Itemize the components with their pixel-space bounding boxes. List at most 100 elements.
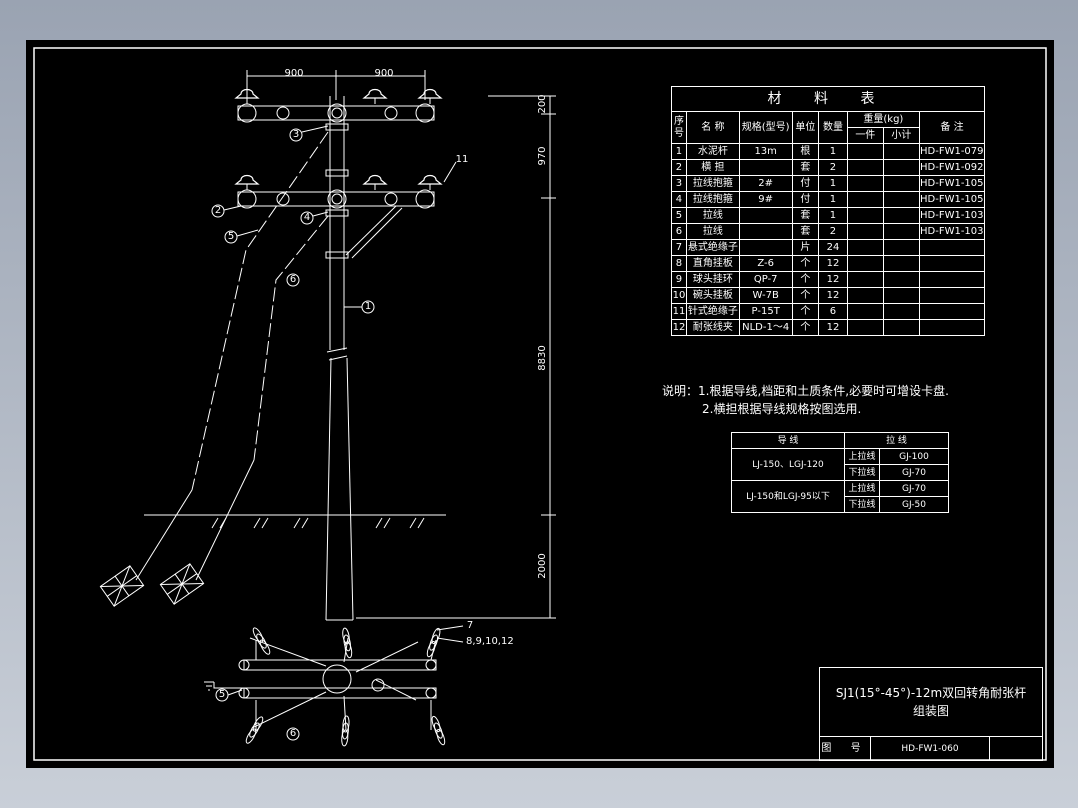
table-cell: 2 — [671, 159, 687, 176]
table-cell — [882, 223, 920, 240]
table-cell: 付 — [791, 191, 820, 208]
table-cell: 横 担 — [685, 159, 740, 176]
table-cell: 套 — [791, 223, 820, 240]
wire-value-3: GJ-70 — [879, 480, 949, 497]
table-cell: HD-FW1-092 — [918, 159, 986, 176]
table-cell: 2# — [738, 175, 793, 192]
table-cell: 1 — [818, 143, 848, 160]
table-cell — [918, 287, 986, 304]
table-cell: 水泥杆 — [685, 143, 740, 160]
table-cell — [846, 287, 884, 304]
table-cell: 球头挂环 — [685, 271, 740, 288]
table-cell: 根 — [791, 143, 820, 160]
table-cell: 套 — [791, 159, 820, 176]
wire-lower-2: 下拉线 — [844, 496, 880, 513]
title-block-title-wrap: SJ1(15°-45°)-12m双回转角耐张杆组装图 — [820, 668, 1042, 736]
table-cell: 1 — [818, 191, 848, 208]
table-cell: 5 — [671, 207, 687, 224]
table-cell — [846, 223, 884, 240]
table-cell: 1 — [818, 175, 848, 192]
table-cell: 拉线抱箍 — [685, 191, 740, 208]
table-cell — [846, 159, 884, 176]
table-cell — [882, 287, 920, 304]
plan-callout-5: 5 — [218, 689, 226, 700]
table-cell — [882, 207, 920, 224]
drawing-number: HD-FW1-060 — [871, 737, 990, 761]
wire-value-2: GJ-70 — [879, 464, 949, 481]
header-remark: 备 注 — [918, 111, 986, 144]
table-cell: 9 — [671, 271, 687, 288]
wire-lower-1: 下拉线 — [844, 464, 880, 481]
table-cell: 6 — [818, 303, 848, 320]
plan-callout-8-12: 8,9,10,12 — [466, 636, 514, 647]
drawing-sheet: 900 900 200 970 8830 2000 3 2 4 5 6 1 11… — [26, 40, 1054, 768]
table-cell: 拉线 — [685, 223, 740, 240]
table-cell — [882, 319, 920, 336]
table-cell: 套 — [791, 207, 820, 224]
callout-3: 3 — [292, 129, 300, 140]
header-spec: 规格(型号) — [738, 111, 793, 144]
table-cell: HD-FW1-103 — [918, 223, 986, 240]
pole-assembly-drawing — [33, 47, 1047, 761]
table-cell: 付 — [791, 175, 820, 192]
table-cell: W-7B — [738, 287, 793, 304]
callout-11: 11 — [455, 154, 469, 165]
table-cell — [738, 207, 793, 224]
table-cell: 7 — [671, 239, 687, 256]
notes: 说明：1.根据导线,档距和土质条件,必要时可增设卡盘. 2.横担根据导线规格按图… — [662, 382, 949, 418]
callout-1: 1 — [364, 301, 372, 312]
table-cell: 1 — [818, 207, 848, 224]
wire-upper-1: 上拉线 — [844, 448, 880, 465]
callout-5: 5 — [227, 231, 235, 242]
table-cell — [882, 271, 920, 288]
table-cell: 6 — [671, 223, 687, 240]
table-cell: Z-6 — [738, 255, 793, 272]
material-table: 材 料 表 序号 名 称 规格(型号) 单位 数量 重量(kg) 备 注 一件 … — [671, 86, 986, 336]
table-cell: 直角挂板 — [685, 255, 740, 272]
table-cell — [918, 255, 986, 272]
table-cell: 个 — [791, 271, 820, 288]
table-cell: 2 — [818, 223, 848, 240]
table-cell: 10 — [671, 287, 687, 304]
table-cell: 悬式绝缘子 — [685, 239, 740, 256]
table-cell: 碗头挂板 — [685, 287, 740, 304]
table-cell — [882, 255, 920, 272]
table-cell — [846, 255, 884, 272]
callout-6: 6 — [289, 274, 297, 285]
table-cell: 9# — [738, 191, 793, 208]
table-cell — [882, 191, 920, 208]
table-cell: 耐张线夹 — [685, 319, 740, 336]
dimension-900-right: 900 — [374, 68, 394, 79]
table-cell — [882, 175, 920, 192]
dimension-970: 970 — [537, 146, 548, 166]
table-cell — [846, 143, 884, 160]
table-cell: 4 — [671, 191, 687, 208]
table-cell — [882, 303, 920, 320]
table-cell — [846, 271, 884, 288]
header-seq: 序号 — [671, 111, 687, 144]
drawing-title: SJ1(15°-45°)-12m双回转角耐张杆组装图 — [835, 686, 1027, 718]
table-cell — [918, 303, 986, 320]
table-cell — [882, 159, 920, 176]
table-cell — [918, 319, 986, 336]
table-cell — [738, 239, 793, 256]
table-cell: NLD-1～4 — [738, 319, 793, 336]
table-cell: 12 — [818, 319, 848, 336]
table-cell: 2 — [818, 159, 848, 176]
note-line-1: 说明：1.根据导线,档距和土质条件,必要时可增设卡盘. — [662, 384, 949, 398]
table-cell: 12 — [818, 271, 848, 288]
table-cell — [846, 207, 884, 224]
header-unit: 单位 — [791, 111, 820, 144]
table-cell: 3 — [671, 175, 687, 192]
header-weight: 重量(kg) — [846, 111, 920, 128]
table-cell — [738, 159, 793, 176]
table-cell: 拉线 — [685, 207, 740, 224]
header-subtotal: 小计 — [882, 127, 920, 144]
dimension-900-left: 900 — [284, 68, 304, 79]
callout-2: 2 — [214, 205, 222, 216]
